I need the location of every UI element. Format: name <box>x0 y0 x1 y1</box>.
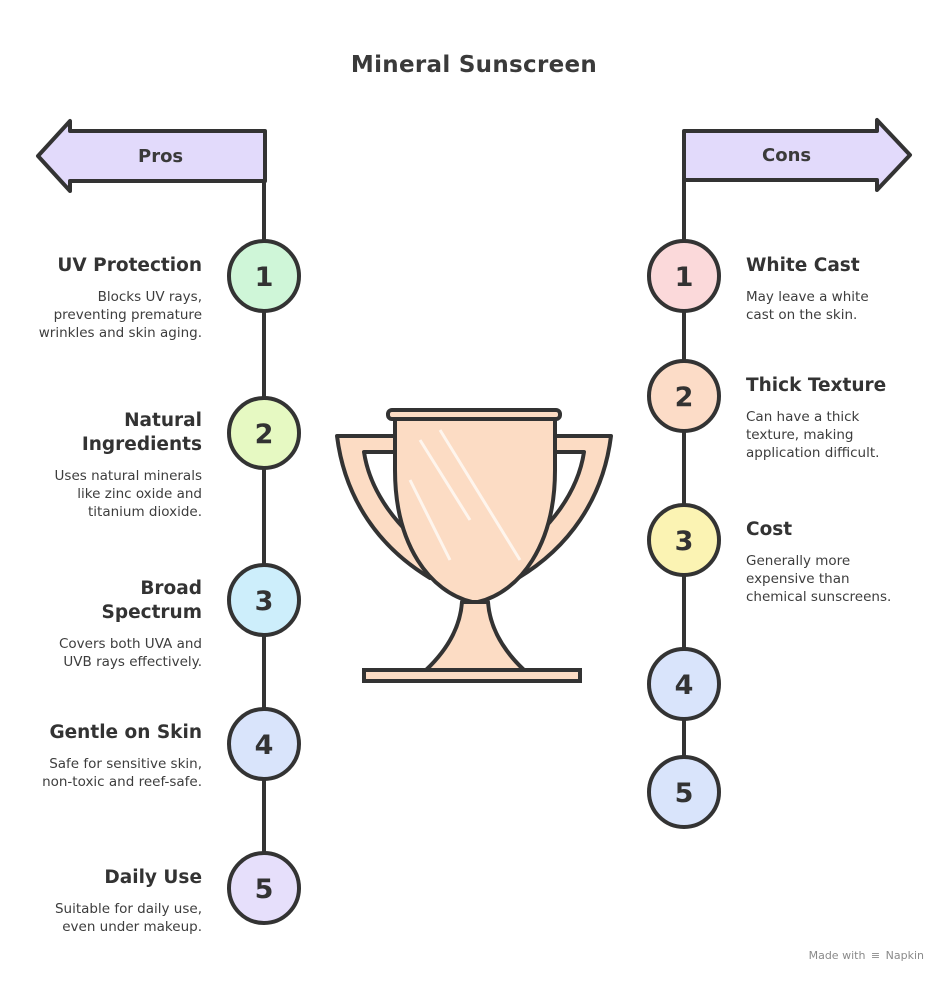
cons-circle-3: 3 <box>647 503 721 577</box>
cons-item-title: White Cast <box>746 255 860 276</box>
pros-number-circles: 1 2 3 4 5 <box>227 239 301 925</box>
pros-number-1: 1 <box>255 262 274 293</box>
cons-item-title: Cost <box>746 519 793 540</box>
pros-item-desc: Safe for sensitive skin, non-toxic and r… <box>42 756 202 790</box>
cons-label: Cons <box>762 145 812 166</box>
pros-item-4: Gentle on Skin Safe for sensitive skin, … <box>30 721 202 791</box>
diagram-title: Mineral Sunscreen <box>350 52 598 78</box>
pros-item-desc: Blocks UV rays, preventing premature wri… <box>38 289 202 341</box>
napkin-logo-icon: ≡ <box>870 949 881 962</box>
cons-circle-4: 4 <box>647 647 721 721</box>
pros-item-desc: Suitable for daily use, even under makeu… <box>54 901 202 935</box>
cons-number-4: 4 <box>675 670 694 701</box>
cons-circle-2: 2 <box>647 359 721 433</box>
cons-circle-5: 5 <box>647 755 721 829</box>
pros-item-title: Daily Use <box>104 867 202 888</box>
pros-item-3: Broad Spectrum Covers both UVA and UVB r… <box>30 577 202 671</box>
cons-circle-1: 1 <box>647 239 721 313</box>
pros-number-4: 4 <box>255 730 274 761</box>
napkin-credit: Made with ≡ Napkin <box>809 949 924 962</box>
cons-item-desc: Generally more expensive than chemical s… <box>746 553 892 605</box>
pros-circle-5: 5 <box>227 851 301 925</box>
cons-number-3: 3 <box>675 526 694 557</box>
pros-circle-3: 3 <box>227 563 301 637</box>
pros-number-3: 3 <box>255 586 274 617</box>
arrow-right-icon <box>682 118 912 192</box>
cons-item-desc: Can have a thick texture, making applica… <box>746 409 880 461</box>
pros-item-desc: Covers both UVA and UVB rays effectively… <box>58 636 202 670</box>
arrow-left-icon <box>36 119 267 193</box>
pros-item-title: Gentle on Skin <box>49 722 202 743</box>
pros-circle-1: 1 <box>227 239 301 313</box>
pros-circle-2: 2 <box>227 396 301 470</box>
pros-item-desc: Uses natural minerals like zinc oxide an… <box>54 468 202 520</box>
pros-number-2: 2 <box>255 419 274 450</box>
pros-item-title: UV Protection <box>57 255 202 276</box>
pros-item-5: Daily Use Suitable for daily use, even u… <box>30 866 202 936</box>
credit-brand: Napkin <box>885 949 924 962</box>
pros-label: Pros <box>138 146 184 167</box>
credit-text: Made with <box>808 949 866 962</box>
pros-item-title: Broad Spectrum <box>101 578 203 623</box>
cons-number-1: 1 <box>675 262 694 293</box>
cons-item-desc: May leave a white cast on the skin. <box>746 289 869 323</box>
trophy-icon <box>335 408 613 683</box>
cons-item-2: Thick Texture Can have a thick texture, … <box>746 374 926 462</box>
pros-circle-4: 4 <box>227 707 301 781</box>
cons-number-5: 5 <box>675 778 694 809</box>
cons-item-3: Cost Generally more expensive than chemi… <box>746 518 926 606</box>
pros-item-2: Natural Ingredients Uses natural mineral… <box>30 409 202 521</box>
cons-number-circles: 1 2 3 4 5 <box>647 239 721 829</box>
pros-number-5: 5 <box>255 874 274 905</box>
pros-item-title: Natural Ingredients <box>81 410 202 455</box>
pros-item-1: UV Protection Blocks UV rays, preventing… <box>30 254 202 342</box>
cons-number-2: 2 <box>675 382 694 413</box>
cons-item-1: White Cast May leave a white cast on the… <box>746 254 926 324</box>
cons-item-title: Thick Texture <box>746 375 887 396</box>
